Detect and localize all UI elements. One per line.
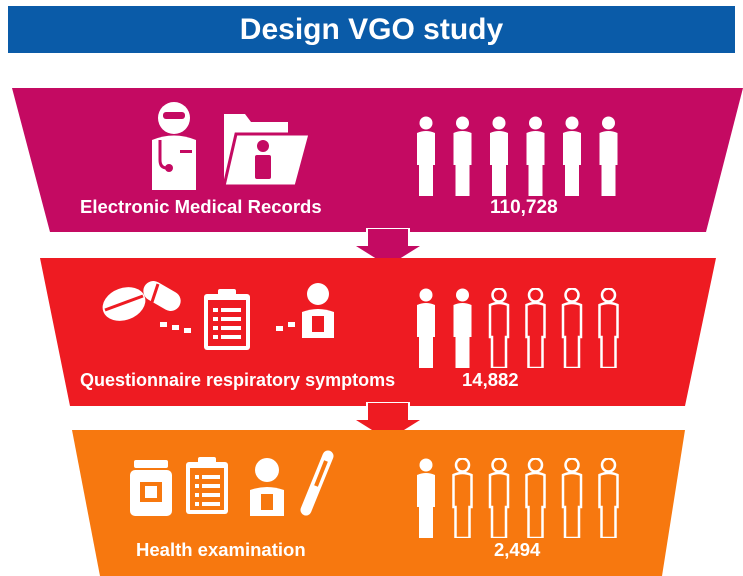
stage-electronic-medical-records: Electronic Medical Records 110,728 bbox=[12, 88, 743, 232]
stage-label: Health examination bbox=[136, 539, 306, 560]
stage-questionnaire-respiratory-symptoms: Questionnaire respiratory symptoms 14,88… bbox=[40, 258, 716, 406]
test-tube-icon bbox=[300, 450, 334, 516]
dotted-connector bbox=[160, 322, 295, 333]
stage-band bbox=[12, 88, 743, 232]
doctor-icon bbox=[152, 102, 196, 190]
title-banner: Design VGO study bbox=[8, 6, 735, 53]
stage-count: 2,494 bbox=[494, 539, 541, 560]
patient-icon bbox=[250, 458, 284, 516]
pills-icon bbox=[102, 281, 181, 321]
medicine-jar-icon bbox=[130, 460, 172, 516]
stage-label: Electronic Medical Records bbox=[80, 196, 322, 217]
clipboard-icon bbox=[204, 289, 250, 350]
stage-count: 110,728 bbox=[490, 197, 558, 218]
stage-health-examination: Health examination 2,494 bbox=[72, 430, 685, 576]
down-arrow-head bbox=[356, 403, 420, 440]
down-arrow-head bbox=[356, 229, 420, 266]
patient-icon bbox=[302, 283, 334, 338]
page-title: Design VGO study bbox=[239, 12, 504, 46]
clipboard-icon bbox=[186, 457, 228, 514]
stage-label: Questionnaire respiratory symptoms bbox=[80, 370, 395, 390]
stage-count: 14,882 bbox=[462, 369, 519, 390]
medical-folder-icon bbox=[222, 114, 312, 188]
